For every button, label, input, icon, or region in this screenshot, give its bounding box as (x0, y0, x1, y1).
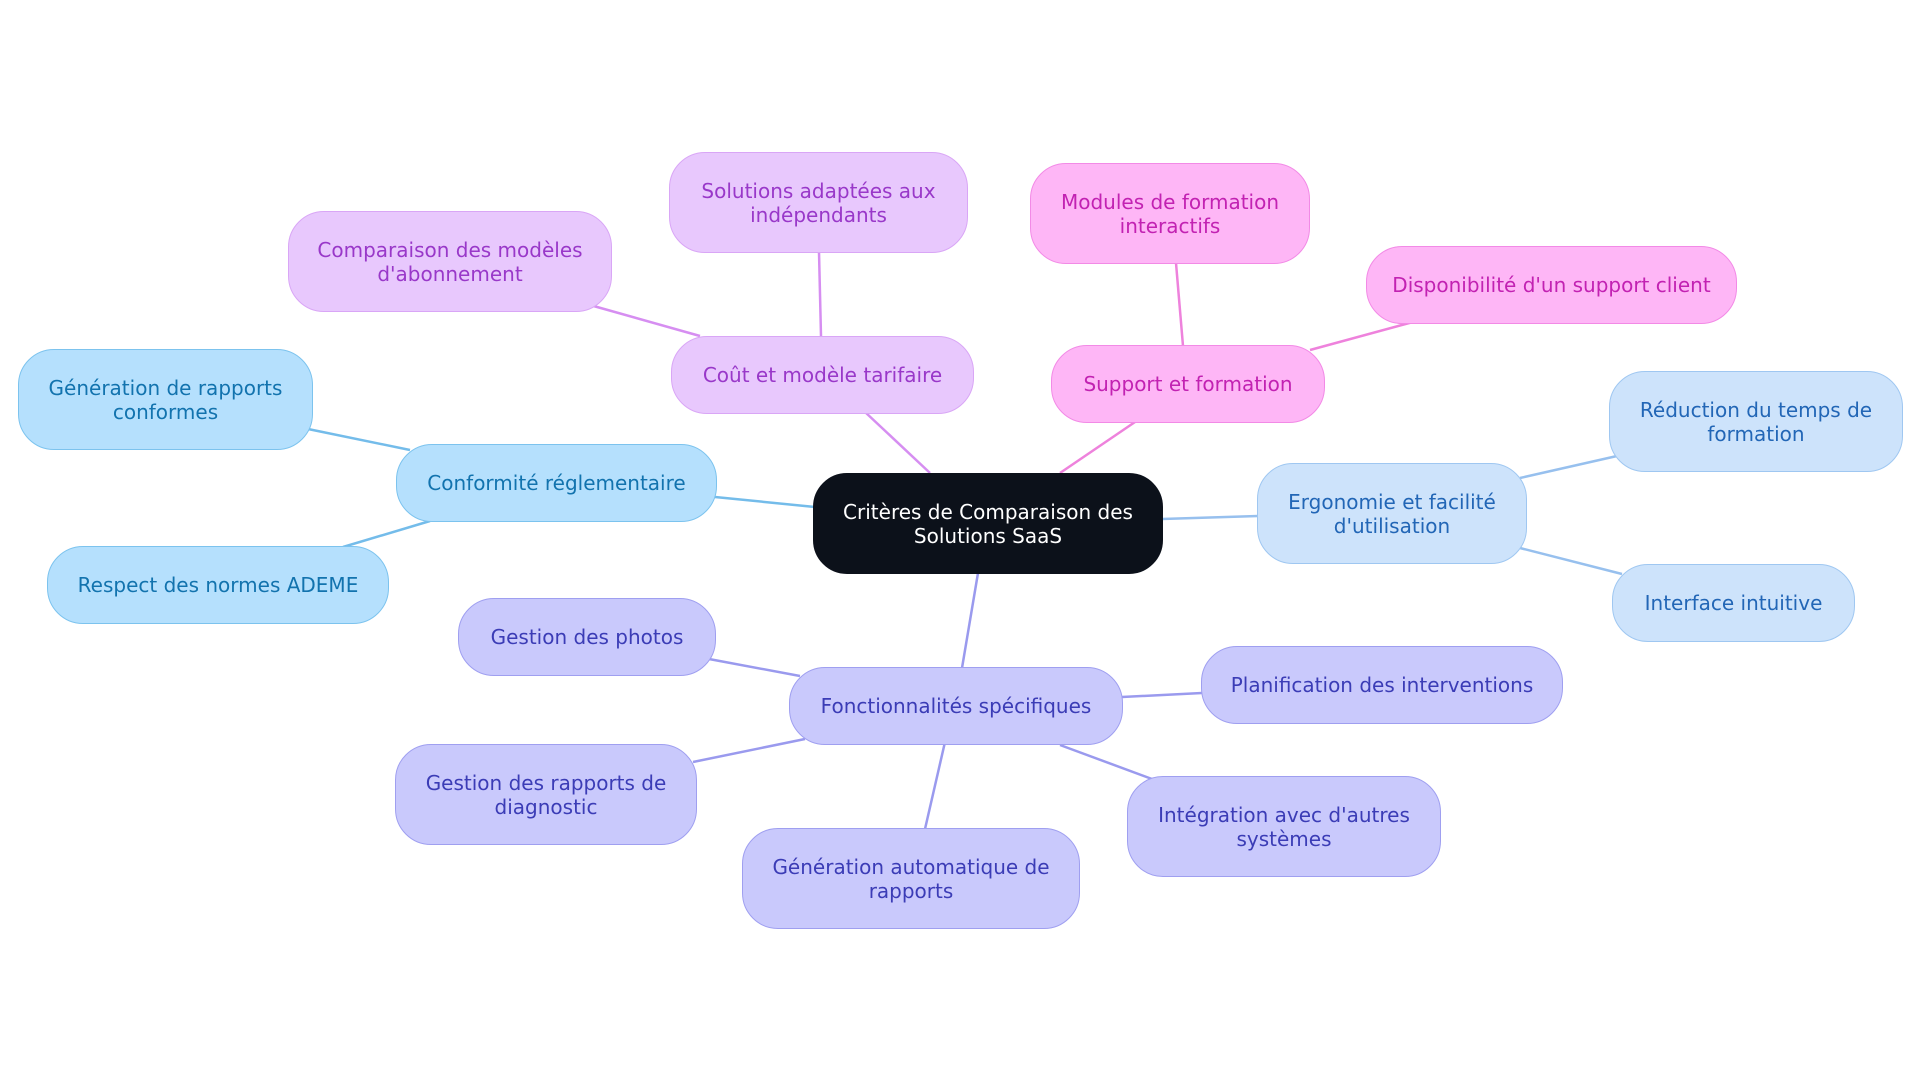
leaf-label: Gestion des photos (490, 625, 684, 649)
leaf-label: Comparaison des modèles d'abonnement (317, 237, 583, 286)
leaf-conformity-rapports[interactable]: Génération de rapports conformes (18, 349, 313, 450)
branch-features[interactable]: Fonctionnalités spécifiques (789, 667, 1123, 745)
leaf-support-modules[interactable]: Modules de formation interactifs (1030, 163, 1310, 264)
leaf-label: Réduction du temps de formation (1639, 397, 1873, 446)
link-root-ergonomics (1161, 514, 1259, 521)
leaf-label: Disponibilité d'un support client (1392, 273, 1711, 297)
leaf-features-photos[interactable]: Gestion des photos (458, 598, 716, 676)
leaf-label: Génération automatique de rapports (772, 854, 1050, 903)
link-support-modules (1174, 262, 1185, 347)
leaf-label: Interface intuitive (1644, 591, 1823, 615)
leaf-cost-independants[interactable]: Solutions adaptées aux indépendants (669, 152, 968, 253)
link-features-generation (923, 741, 947, 830)
branch-conformity-label: Conformité réglementaire (427, 471, 686, 495)
link-features-planification (1121, 691, 1203, 699)
link-ergonomics-interface (1519, 546, 1623, 576)
link-conformity-ademe (342, 519, 431, 549)
leaf-label: Planification des interventions (1230, 673, 1534, 697)
leaf-label: Génération de rapports conformes (48, 375, 283, 424)
leaf-label: Respect des normes ADEME (77, 573, 359, 597)
link-support-client (1309, 320, 1414, 352)
link-features-diagnostic (692, 737, 806, 764)
link-ergonomics-formation (1519, 454, 1618, 480)
leaf-ergonomics-interface[interactable]: Interface intuitive (1612, 564, 1855, 642)
leaf-label: Intégration avec d'autres systèmes (1158, 802, 1410, 851)
leaf-features-generation[interactable]: Génération automatique de rapports (742, 828, 1080, 929)
branch-cost-label: Coût et modèle tarifaire (702, 363, 943, 387)
root-label: Critères de Comparaison des Solutions Sa… (843, 499, 1133, 548)
leaf-features-integration[interactable]: Intégration avec d'autres systèmes (1127, 776, 1441, 877)
link-features-integration (1059, 743, 1153, 781)
leaf-cost-comparaison[interactable]: Comparaison des modèles d'abonnement (288, 211, 612, 312)
leaf-label: Solutions adaptées aux indépendants (701, 178, 936, 227)
branch-conformity[interactable]: Conformité réglementaire (396, 444, 717, 522)
branch-cost[interactable]: Coût et modèle tarifaire (671, 336, 974, 414)
branch-support[interactable]: Support et formation (1051, 345, 1325, 423)
leaf-support-client[interactable]: Disponibilité d'un support client (1366, 246, 1737, 324)
root-node[interactable]: Critères de Comparaison des Solutions Sa… (813, 473, 1163, 574)
link-conformity-rapports (307, 427, 411, 452)
link-cost-independants (817, 251, 823, 337)
leaf-label: Modules de formation interactifs (1060, 189, 1280, 238)
link-root-support (1059, 420, 1136, 475)
link-features-photos (708, 657, 801, 678)
leaf-features-planification[interactable]: Planification des interventions (1201, 646, 1563, 724)
leaf-label: Gestion des rapports de diagnostic (425, 770, 667, 819)
link-root-cost (864, 411, 931, 474)
leaf-ergonomics-formation[interactable]: Réduction du temps de formation (1609, 371, 1903, 472)
link-cost-comparaison (589, 303, 701, 338)
leaf-features-diagnostic[interactable]: Gestion des rapports de diagnostic (395, 744, 697, 845)
branch-ergonomics-label: Ergonomie et facilité d'utilisation (1288, 489, 1496, 538)
link-root-features (960, 572, 980, 669)
branch-ergonomics[interactable]: Ergonomie et facilité d'utilisation (1257, 463, 1527, 564)
link-root-conformity (714, 495, 816, 509)
branch-features-label: Fonctionnalités spécifiques (820, 694, 1092, 718)
leaf-conformity-ademe[interactable]: Respect des normes ADEME (47, 546, 389, 624)
branch-support-label: Support et formation (1083, 372, 1293, 396)
